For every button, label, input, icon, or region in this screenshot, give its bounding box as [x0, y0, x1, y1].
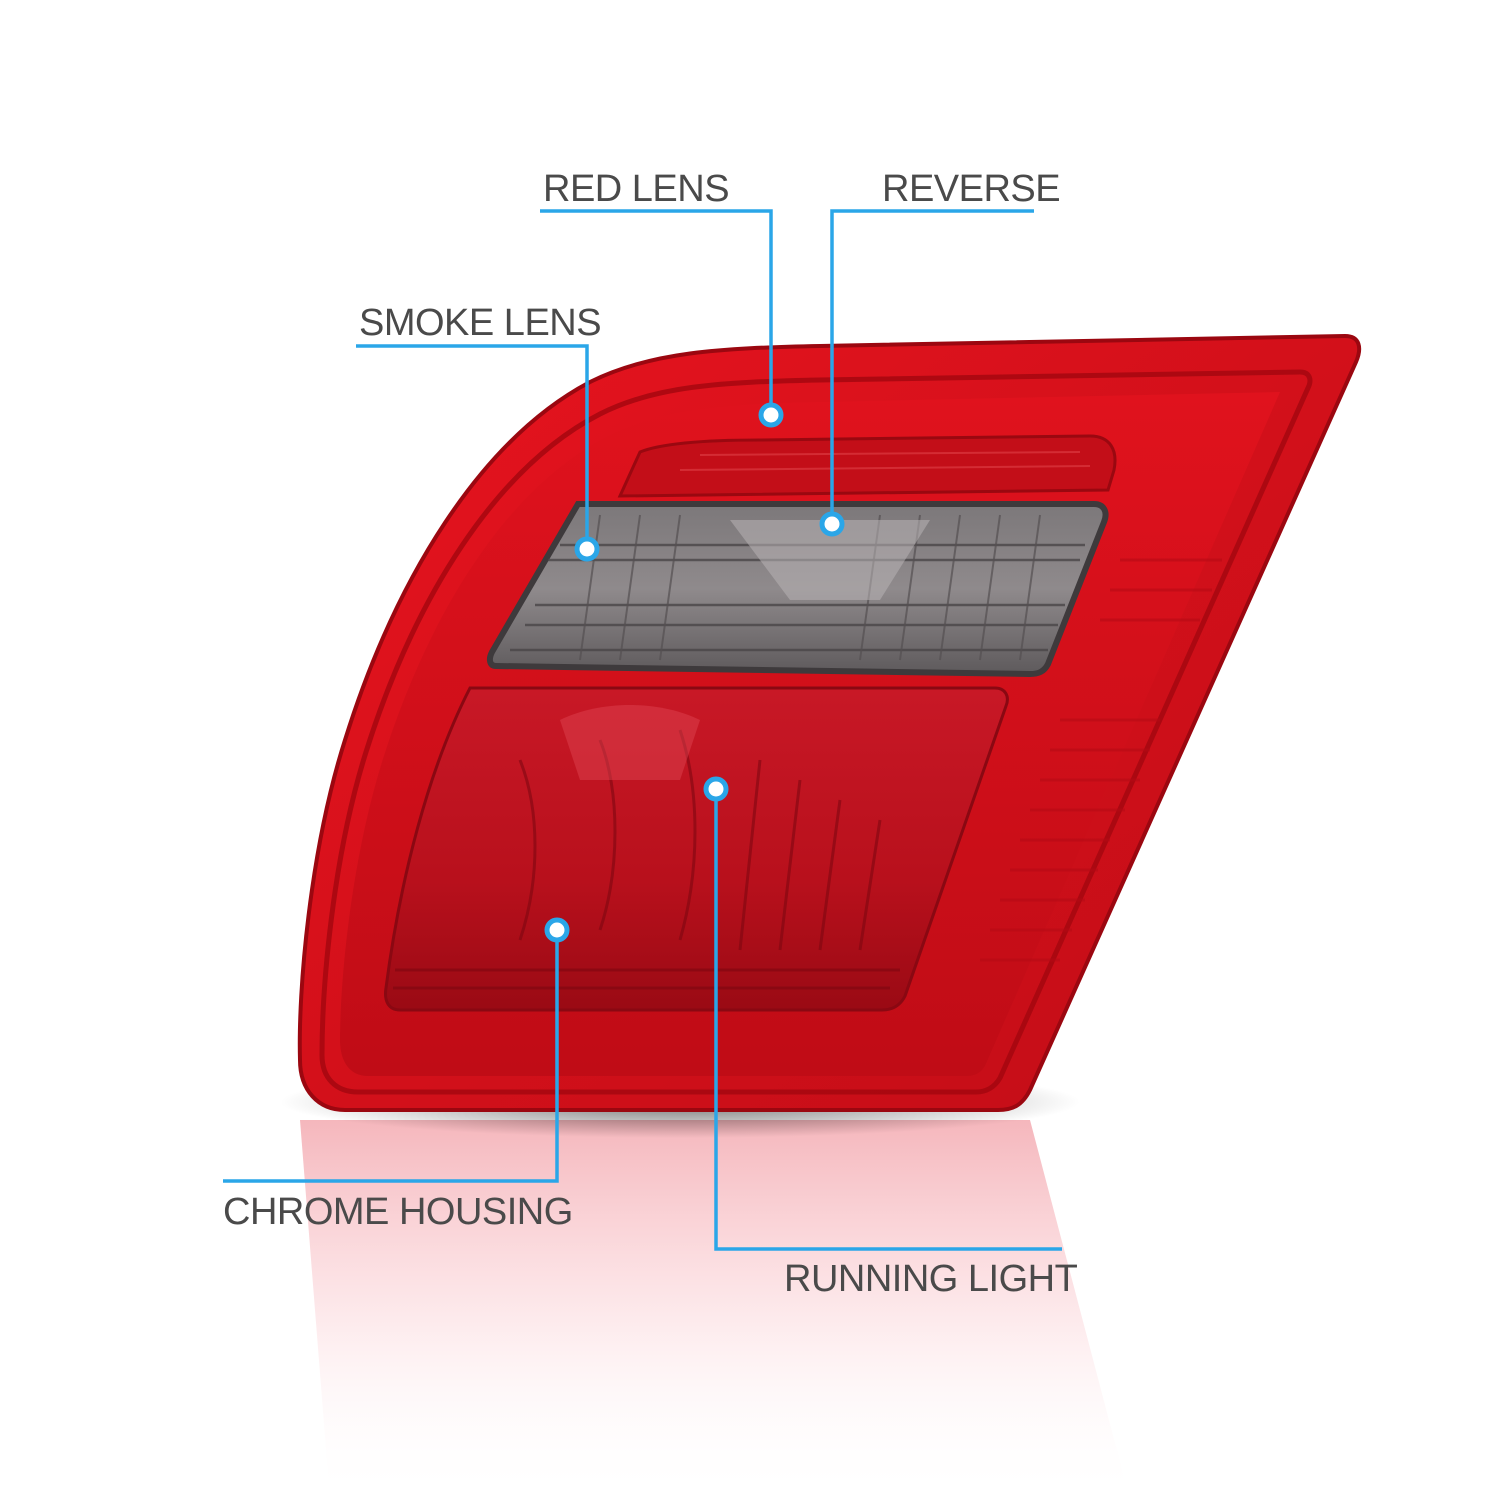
running-light-leader — [714, 789, 1062, 1251]
chrome-housing-dot — [544, 917, 570, 943]
running-light-dot — [703, 776, 729, 802]
lamp-reflection — [300, 1120, 1130, 1500]
running-light-section — [384, 686, 1009, 1012]
reverse-leader — [830, 209, 1034, 524]
red-lens-dot — [758, 402, 784, 428]
reverse-label: REVERSE — [882, 168, 1061, 210]
red-lens-label: RED LENS — [543, 168, 730, 210]
running-light-highlight — [560, 705, 700, 780]
callout-lines — [223, 209, 1062, 1251]
red-lens-texture — [980, 558, 1222, 962]
chrome-housing-label: CHROME HOUSING — [223, 1191, 573, 1233]
reverse-reflector-highlight — [730, 520, 930, 600]
reverse-dot — [819, 511, 845, 537]
smoke-lens-label: SMOKE LENS — [359, 302, 602, 344]
upper-reflector-strip — [617, 434, 1117, 498]
callout-dots — [544, 402, 845, 943]
running-light-ribs — [393, 729, 900, 990]
upper-strip-ribs — [679, 451, 1091, 471]
red-lens-rim — [319, 369, 1313, 1095]
chrome-housing-leader — [223, 930, 559, 1183]
red-lens-leader — [540, 209, 773, 415]
smoke-lens-leader — [356, 344, 589, 549]
smoke-lens-dot — [574, 536, 600, 562]
running-light-label: RUNNING LIGHT — [784, 1258, 1078, 1300]
